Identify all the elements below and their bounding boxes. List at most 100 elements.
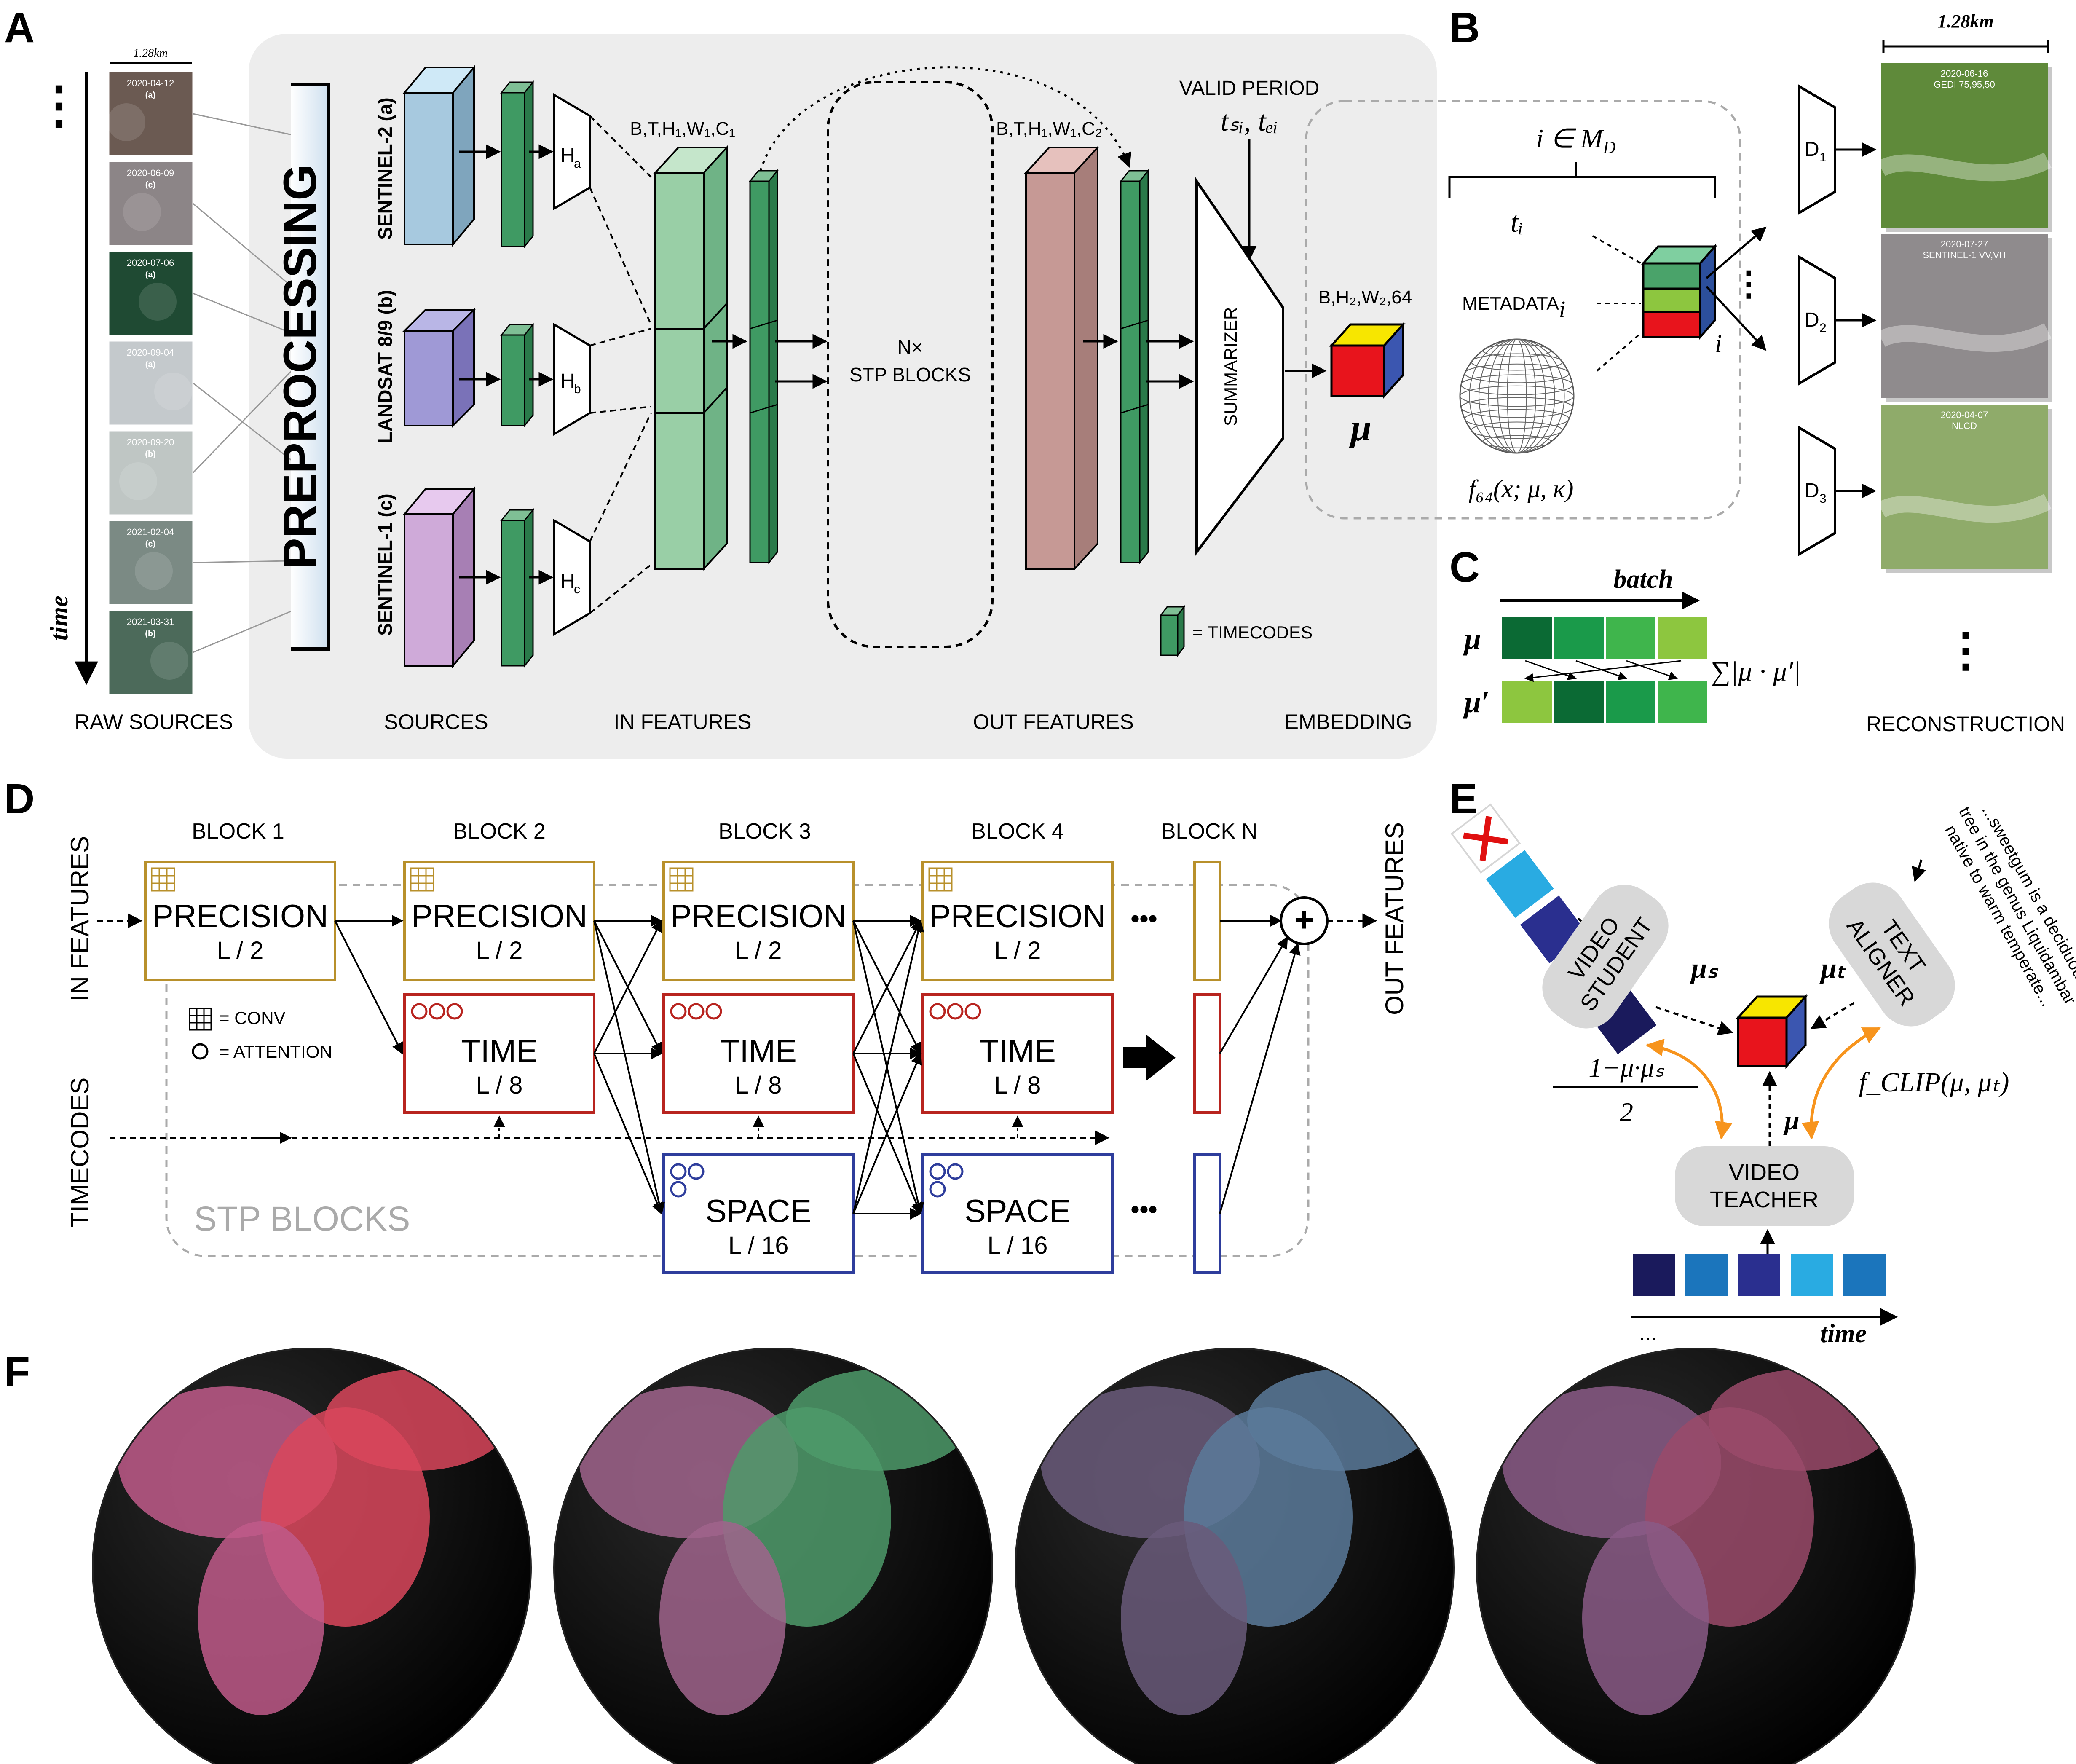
time-label-e: time — [1820, 1319, 1867, 1348]
panel-f: F — [4, 1348, 1916, 1764]
time-label: TIME — [461, 1033, 538, 1069]
raw-tile-date: 2020-09-20 — [127, 437, 174, 448]
recon-scale-label: 1.28km — [1937, 11, 1993, 32]
block-4-title: BLOCK 4 — [971, 819, 1064, 844]
fclip-label: f_CLIP(μ, μₜ) — [1859, 1067, 2009, 1098]
globe — [553, 1348, 993, 1764]
raw-tile: 2021-03-31 (b) — [108, 609, 194, 695]
sensor-sentinel2-label: SENTINEL-2 (a) — [374, 97, 396, 239]
valid-period-label: VALID PERIOD — [1179, 77, 1320, 99]
block-n-precision — [1193, 861, 1221, 981]
space-label: SPACE — [964, 1193, 1071, 1229]
md-label: i ∈ MD — [1536, 123, 1615, 158]
stp-label-line1: N× — [897, 336, 923, 358]
raw-tile-source: (b) — [145, 629, 156, 638]
panel-c-letter: C — [1449, 544, 1480, 591]
panel-c: C batch μ μ′ ∑|μ · μ′| — [1449, 544, 1801, 723]
stp-blocks-label: STP BLOCKS — [194, 1200, 410, 1238]
raw-tile: 2020-06-09(c) — [108, 161, 194, 247]
blockn-s-to-sum — [1219, 943, 1301, 1214]
decoder-3-sub: 3 — [1819, 492, 1827, 506]
decoder-3: D 3 — [1798, 425, 1836, 557]
raw-sources-label: RAW SOURCES — [75, 710, 233, 734]
space-sub: L / 16 — [729, 1232, 789, 1259]
md-main: i ∈ M — [1536, 123, 1605, 153]
recon-tile-date: 2020-06-16 — [1941, 68, 1988, 79]
globe — [1015, 1348, 1455, 1764]
space-label: SPACE — [705, 1193, 812, 1229]
recon-tile-date: 2020-04-07 — [1941, 410, 1988, 420]
precision-label: PRECISION — [152, 898, 328, 934]
precision-label: PRECISION — [670, 898, 846, 934]
time-sub: L / 8 — [735, 1072, 782, 1099]
timecodes-legend-label: = TIMECODES — [1192, 622, 1313, 642]
preprocessing-label: PREPROCESSING — [274, 164, 326, 569]
orange-student-loss — [1645, 1039, 1733, 1140]
teacher-token — [1685, 1254, 1728, 1296]
globe — [1476, 1348, 1916, 1764]
time-label: TIME — [720, 1033, 797, 1069]
blockn-t-to-sum — [1219, 936, 1288, 1054]
decoder-1-label: D — [1805, 138, 1819, 161]
conv-legend-label: = CONV — [219, 1008, 286, 1028]
aligner-to-cube — [1810, 1002, 1855, 1029]
metadata-main: METADATA — [1462, 293, 1559, 314]
raw-tile-source: (b) — [145, 450, 156, 459]
out-timecode-slab — [1119, 169, 1150, 565]
recon-tile-source: NLCD — [1952, 421, 1977, 431]
in-features-vertical: IN FEATURES — [66, 836, 94, 1001]
loss-numerator: 1−μ·μₛ — [1588, 1053, 1664, 1083]
out-shape-label: B,T,H₁,W₁,C₂ — [996, 118, 1102, 139]
raw-tile-date: 2020-06-09 — [127, 168, 174, 178]
e-embedding-cube — [1736, 994, 1808, 1069]
metadata-connector-lines — [1592, 235, 1642, 372]
in-timecode-slab — [748, 169, 779, 565]
label-embedding: EMBEDDING — [1285, 710, 1412, 734]
vmf-label: f₆₄(x; μ, κ) — [1469, 475, 1574, 503]
decoder-ellipsis: ⋮ — [1732, 265, 1765, 302]
video-student-box — [1542, 885, 1669, 1029]
sensor-landsat-label: LANDSAT 8/9 (b) — [374, 290, 396, 444]
stp-blocks-box — [827, 81, 994, 648]
raw-tile: 2020-09-04 (a) — [108, 340, 194, 426]
block-n-space — [1193, 1153, 1221, 1274]
loss-denominator: 2 — [1620, 1097, 1633, 1127]
block-2-title: BLOCK 2 — [453, 819, 546, 844]
label-sources: SOURCES — [384, 710, 488, 734]
space-sub: L / 16 — [988, 1232, 1048, 1259]
vmf-sphere — [1459, 338, 1575, 454]
head-a-sub: a — [574, 157, 581, 171]
raw-tile-date: 2020-07-06 — [127, 257, 174, 268]
text-aligner-box — [1829, 882, 1955, 1027]
summarizer-label: SUMMARIZER — [1221, 307, 1240, 426]
preprocessing-bracket — [291, 83, 330, 651]
big-arrow — [1123, 1035, 1176, 1081]
similarity-sum: ∑|μ · μ′| — [1711, 656, 1801, 687]
raw-tile-date: 2021-03-31 — [127, 617, 174, 627]
ti-label: tᵢ — [1511, 206, 1524, 239]
decoder-2-label: D — [1805, 309, 1819, 331]
sentinel2-cube — [402, 65, 476, 247]
head-b: H b — [553, 322, 591, 436]
recon-tile-date: 2020-07-27 — [1941, 239, 1988, 249]
video-teacher-line1: VIDEO — [1729, 1160, 1800, 1185]
decoder-1: D 1 — [1798, 84, 1836, 215]
raw-tile-date: 2020-09-04 — [127, 347, 174, 358]
batch-rows — [1502, 617, 1707, 723]
raw-tile-source: (a) — [145, 360, 155, 369]
sentinel1-cube — [402, 486, 476, 668]
metadata-sub: i — [1559, 297, 1566, 323]
raw-tile: 2021-02-04(c) — [108, 520, 194, 606]
panel-a-letter: A — [4, 4, 35, 51]
globes — [92, 1348, 1916, 1764]
panel-a: A ⋮ time 1.28km 2020-04-12(a)2020-06-09(… — [4, 4, 1437, 759]
batch-mu-prime-cell — [1502, 681, 1552, 723]
panel-f-letter: F — [4, 1348, 30, 1396]
attention-legend-icon — [192, 1043, 209, 1060]
